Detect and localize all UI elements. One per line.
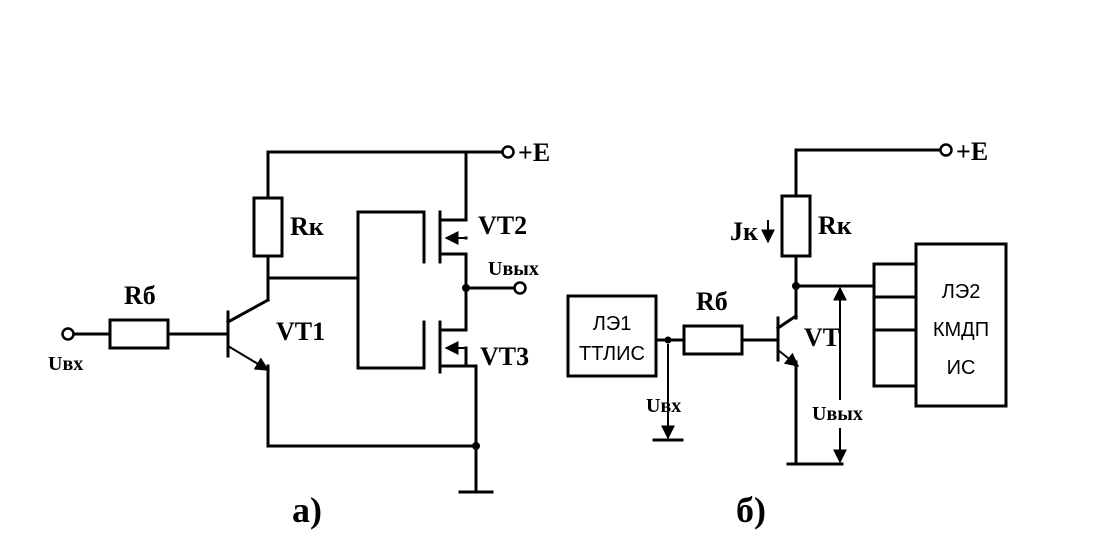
diagram-b: +E Rк Jк ЛЭ2 КМДП ИС VT — [566, 137, 1008, 530]
input-terminal-a — [61, 327, 75, 341]
le2-cmos-block — [914, 242, 1008, 408]
vt1-label: VT1 — [276, 317, 325, 346]
vt2-mosfet — [438, 150, 468, 264]
supply-terminal-b — [939, 143, 953, 157]
rk-resistor-a — [252, 196, 284, 258]
vt3-label: VT3 — [480, 342, 529, 371]
jk-label: Jк — [730, 217, 758, 246]
rb-resistor-b — [682, 324, 744, 356]
vt-transistor — [775, 313, 800, 367]
supply-terminal-a — [501, 145, 515, 159]
le1-line1: ЛЭ1 — [593, 313, 632, 335]
rk-label-a: Rк — [290, 212, 324, 241]
supply-label-a: +E — [518, 138, 550, 167]
vt3-mosfet — [438, 320, 478, 448]
le2-line1: ЛЭ2 — [942, 281, 981, 303]
rb-label-b: Rб — [696, 287, 728, 316]
le1-ttl-block — [566, 294, 658, 378]
le2-line2: КМДП — [933, 319, 989, 341]
diagram-a: +E Rк VT2 Uвых — [48, 138, 550, 530]
input-label-a: Uвх — [48, 353, 83, 375]
caption-b: б) — [736, 490, 766, 530]
supply-label-b: +E — [956, 137, 988, 166]
input-label-b: Uвх — [646, 395, 681, 417]
input-junction-b — [664, 336, 672, 344]
rk-label-b: Rк — [818, 211, 852, 240]
output-label-b: Uвых — [812, 403, 863, 425]
rb-resistor-a — [108, 318, 170, 350]
vt-label: VT — [804, 323, 840, 352]
vt1-transistor — [225, 256, 271, 382]
le2-line3: ИС — [947, 357, 976, 379]
caption-a: а) — [292, 490, 322, 530]
rk-resistor-b — [780, 194, 812, 258]
output-label-a: Uвых — [488, 258, 539, 280]
rb-label-a: Rб — [124, 281, 156, 310]
vt2-label: VT2 — [478, 211, 527, 240]
output-terminal-a — [513, 281, 527, 295]
le1-line2: ТТЛИС — [579, 343, 645, 365]
